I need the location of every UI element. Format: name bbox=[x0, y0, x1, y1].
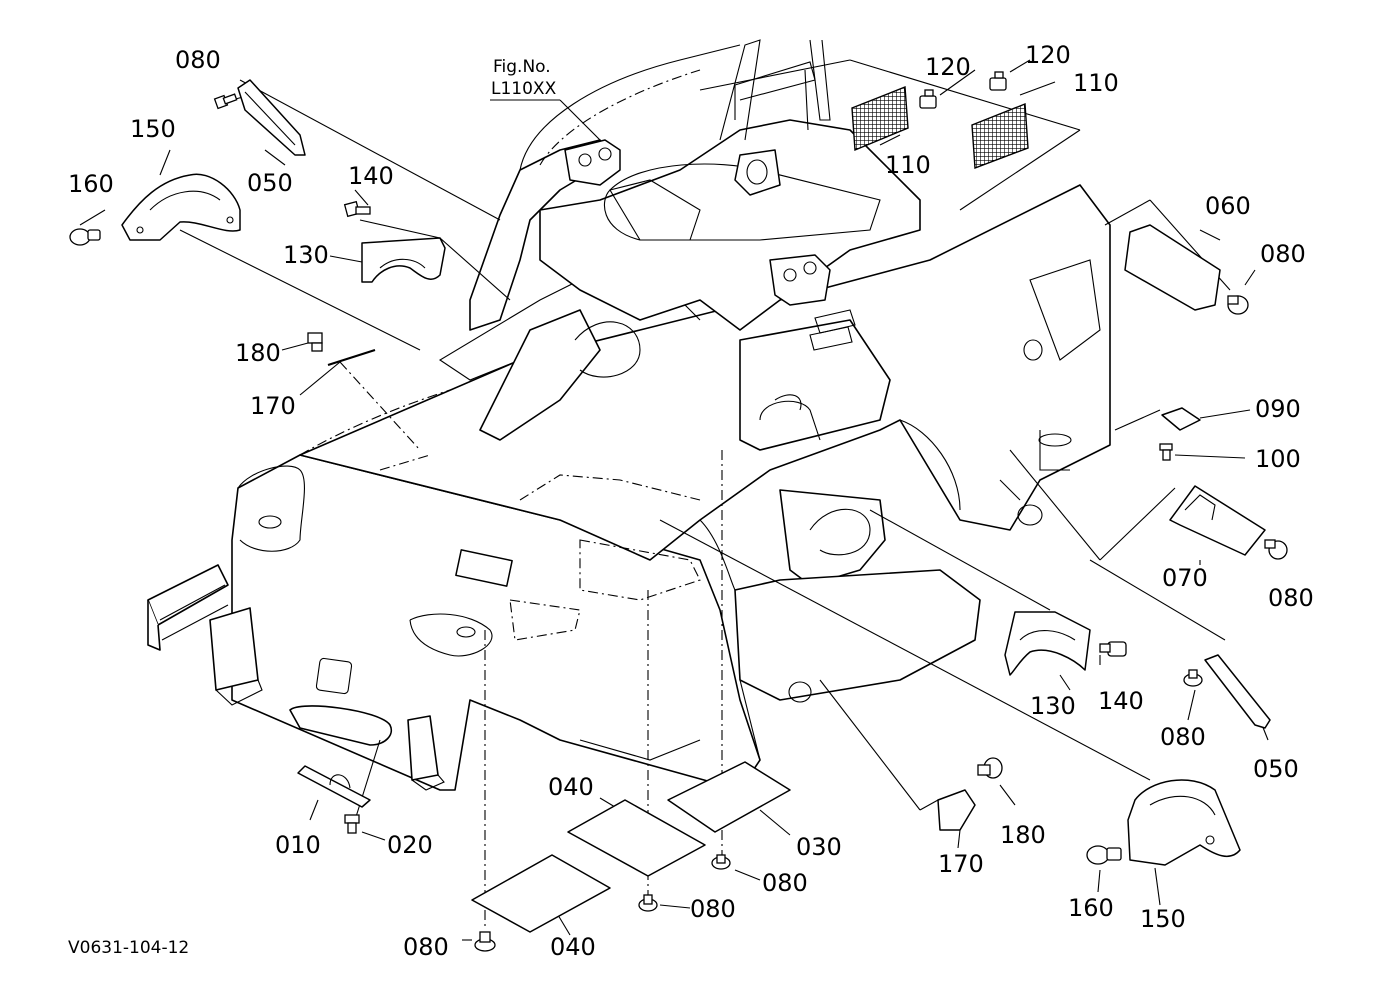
part-130-cover-left bbox=[361, 237, 446, 283]
part-010-bracket bbox=[297, 765, 371, 808]
callout-140: 140 bbox=[1098, 687, 1144, 715]
bolt-080-bottom-1 bbox=[711, 854, 731, 870]
part-040-plate-a bbox=[567, 799, 706, 877]
drawing-code: V0631-104-12 bbox=[68, 938, 189, 958]
callout-160: 160 bbox=[1068, 894, 1114, 922]
callout-050: 050 bbox=[247, 169, 293, 197]
bolt-020 bbox=[344, 814, 360, 834]
fig-ref-line2: L110XX bbox=[491, 79, 557, 99]
part-070-plate bbox=[1169, 485, 1266, 556]
callout-130: 130 bbox=[283, 241, 329, 269]
callout-080: 080 bbox=[762, 869, 808, 897]
callout-100: 100 bbox=[1255, 445, 1301, 473]
part-150-cover-left bbox=[121, 173, 241, 241]
callout-080: 080 bbox=[1160, 723, 1206, 751]
callout-120: 120 bbox=[1025, 41, 1071, 69]
callout-170: 170 bbox=[938, 850, 984, 878]
bolt-120-a bbox=[919, 89, 937, 109]
callout-160: 160 bbox=[68, 170, 114, 198]
callout-170: 170 bbox=[250, 392, 296, 420]
figure-reference: Fig.No. L110XX bbox=[491, 57, 557, 99]
callout-150: 150 bbox=[1140, 905, 1186, 933]
part-130-cover-right bbox=[1004, 611, 1091, 676]
callout-090: 090 bbox=[1255, 395, 1301, 423]
callout-040: 040 bbox=[550, 933, 596, 961]
callout-180: 180 bbox=[235, 339, 281, 367]
part-110-grille-b bbox=[971, 102, 1029, 169]
main-frame bbox=[147, 39, 1111, 791]
bolt-080-bottom-3 bbox=[474, 931, 496, 952]
callout-080: 080 bbox=[1268, 584, 1314, 612]
parts bbox=[69, 71, 1288, 952]
callout-120: 120 bbox=[925, 53, 971, 81]
callout-060: 060 bbox=[1205, 192, 1251, 220]
callout-080: 080 bbox=[175, 46, 221, 74]
part-110-grille-a bbox=[851, 85, 909, 152]
part-050-plate-right bbox=[1204, 654, 1271, 729]
callout-labels: 080 150 050 160 140 130 180 170 120 120 … bbox=[68, 41, 1314, 961]
bolt-080-right-2 bbox=[1264, 539, 1288, 560]
part-040-plate-b bbox=[471, 854, 611, 933]
callout-040: 040 bbox=[548, 773, 594, 801]
callout-070: 070 bbox=[1162, 564, 1208, 592]
callout-010: 010 bbox=[275, 831, 321, 859]
fig-ref-line1: Fig.No. bbox=[493, 57, 551, 77]
callout-130: 130 bbox=[1030, 692, 1076, 720]
bolt-140-left bbox=[343, 200, 371, 218]
bolt-180-left bbox=[307, 332, 323, 352]
bolt-080-right-1 bbox=[1227, 295, 1249, 315]
callout-020: 020 bbox=[387, 831, 433, 859]
callout-150: 150 bbox=[130, 115, 176, 143]
callout-140: 140 bbox=[348, 162, 394, 190]
bolt-180-right bbox=[977, 757, 1003, 779]
callout-050: 050 bbox=[1253, 755, 1299, 783]
callout-080: 080 bbox=[690, 895, 736, 923]
bolt-080-right-3 bbox=[1183, 669, 1203, 687]
bolt-080-top-left bbox=[213, 93, 238, 110]
callout-080: 080 bbox=[1260, 240, 1306, 268]
callout-110: 110 bbox=[885, 151, 931, 179]
part-030-plate bbox=[667, 761, 791, 833]
callout-080: 080 bbox=[403, 933, 449, 961]
bolt-100 bbox=[1159, 443, 1173, 461]
bolt-160-left bbox=[69, 228, 101, 246]
callout-180: 180 bbox=[1000, 821, 1046, 849]
part-150-cover-right bbox=[1127, 779, 1241, 866]
bolt-080-bottom-2 bbox=[638, 894, 658, 912]
part-170-plate bbox=[937, 789, 976, 831]
part-050-plate-left bbox=[237, 79, 306, 156]
callout-030: 030 bbox=[796, 833, 842, 861]
bolt-120-b bbox=[989, 71, 1007, 91]
callout-110: 110 bbox=[1073, 69, 1119, 97]
bolt-140-right bbox=[1099, 641, 1127, 657]
part-060-plate bbox=[1124, 224, 1221, 311]
part-090-plate bbox=[1161, 407, 1201, 431]
bolt-160-right bbox=[1086, 845, 1122, 865]
